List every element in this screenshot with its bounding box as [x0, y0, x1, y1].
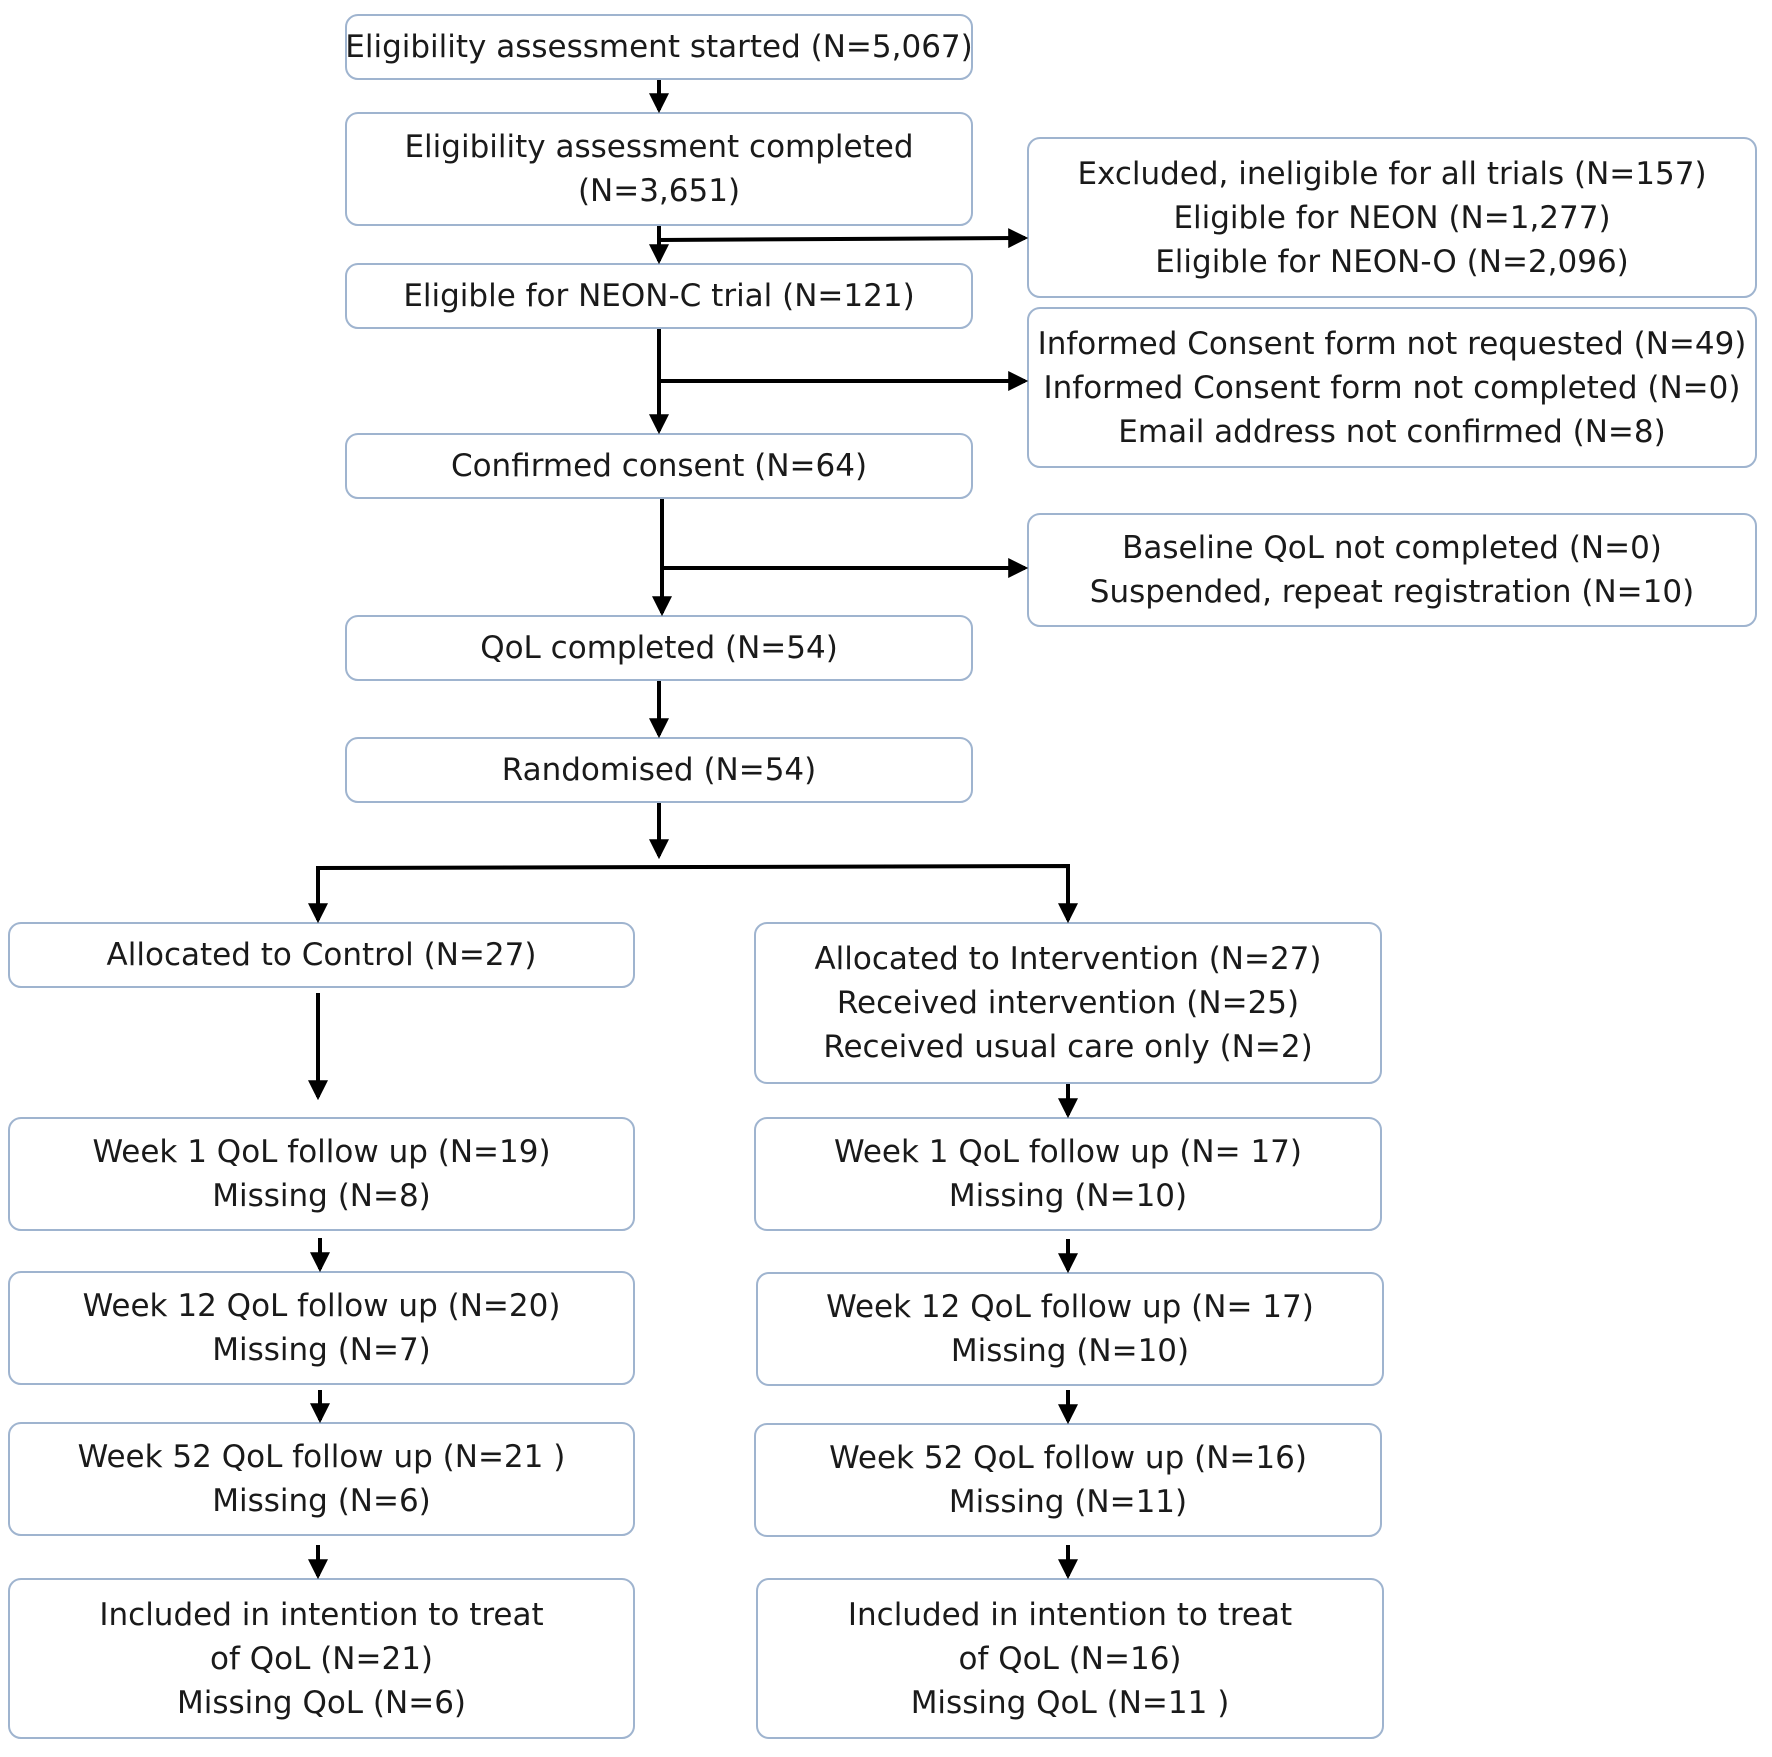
- box-text-line: Eligible for NEON (N=1,277): [1173, 199, 1611, 236]
- box-text-line: of QoL (N=16): [958, 1640, 1182, 1677]
- box-text-line: Missing QoL (N=11 ): [910, 1684, 1230, 1721]
- baseline-issues-box: Baseline QoL not completed (N=0) Suspend…: [1027, 513, 1757, 627]
- randomised-box: Randomised (N=54): [345, 737, 973, 803]
- box-text-line: Email address not confirmed (N=8): [1118, 413, 1666, 450]
- intervention-itt-box: Included in intention to treat of QoL (N…: [756, 1578, 1384, 1739]
- box-text-line: Missing (N=7): [212, 1332, 431, 1368]
- intervention-week12-box: Week 12 QoL follow up (N= 17) Missing (N…: [756, 1272, 1384, 1386]
- box-text-line: Missing (N=10): [950, 1333, 1190, 1369]
- confirmed-consent-box: Confirmed consent (N=64): [345, 433, 973, 499]
- box-text-line: Week 1 QoL follow up (N= 17): [834, 1134, 1302, 1170]
- box-text-line: Included in intention to treat: [847, 1596, 1293, 1633]
- box-text-line: Randomised (N=54): [501, 752, 817, 788]
- consent-issues-box: Informed Consent form not requested (N=4…: [1027, 307, 1757, 468]
- eligibility-completed-box: Eligibility assessment completed (N=3,65…: [345, 112, 973, 226]
- arrow-to-excluded: [658, 228, 1029, 249]
- box-text-line: of QoL (N=21): [209, 1640, 434, 1677]
- box-text-line: Week 12 QoL follow up (N=20): [82, 1288, 561, 1324]
- box-text-line: Allocated to Intervention (N=27): [814, 941, 1322, 977]
- box-text-line: Missing (N=6): [212, 1483, 431, 1519]
- box-text-line: Informed Consent form not completed (N=0…: [1043, 369, 1741, 406]
- box-text-line: QoL completed (N=54): [480, 630, 838, 666]
- control-week1-box: Week 1 QoL follow up (N=19) Missing (N=8…: [8, 1117, 635, 1231]
- box-text-line: Included in intention to treat: [99, 1596, 544, 1633]
- box-text-line: Excluded, ineligible for all trials (N=1…: [1077, 155, 1707, 192]
- box-text-line: Missing (N=11): [948, 1484, 1188, 1520]
- box-text-line: Week 52 QoL follow up (N=16): [829, 1440, 1307, 1476]
- box-text-line: Eligibility assessment started (N=5,067): [345, 29, 973, 65]
- box-text-line: Week 12 QoL follow up (N= 17): [826, 1289, 1314, 1325]
- box-text-line: (N=3,651): [577, 173, 741, 209]
- allocated-intervention-box: Allocated to Intervention (N=27) Receive…: [754, 922, 1382, 1084]
- excluded-box: Excluded, ineligible for all trials (N=1…: [1027, 137, 1757, 298]
- box-text-line: Baseline QoL not completed (N=0): [1122, 530, 1662, 566]
- box-text-line: Allocated to Control (N=27): [106, 937, 537, 973]
- box-text-line: Week 1 QoL follow up (N=19): [92, 1134, 551, 1170]
- allocated-control-box: Allocated to Control (N=27): [8, 922, 635, 988]
- box-text-line: Eligible for NEON-C trial (N=121): [403, 278, 915, 314]
- box-text-line: Missing (N=10): [948, 1178, 1188, 1214]
- box-text-line: Missing (N=8): [212, 1178, 431, 1214]
- box-text-line: Received intervention (N=25): [836, 985, 1300, 1021]
- intervention-week52-box: Week 52 QoL follow up (N=16) Missing (N=…: [754, 1423, 1382, 1537]
- split-line: [316, 863, 1078, 924]
- control-itt-box: Included in intention to treat of QoL (N…: [8, 1578, 635, 1739]
- box-text-line: Confirmed consent (N=64): [450, 448, 868, 484]
- control-week12-box: Week 12 QoL follow up (N=20) Missing (N=…: [8, 1271, 635, 1385]
- eligible-neon-c-box: Eligible for NEON-C trial (N=121): [345, 263, 973, 329]
- box-text-line: Informed Consent form not requested (N=4…: [1037, 325, 1747, 362]
- intervention-week1-box: Week 1 QoL follow up (N= 17) Missing (N=…: [754, 1117, 1382, 1231]
- box-text-line: Week 52 QoL follow up (N=21 ): [77, 1439, 566, 1475]
- qol-completed-box: QoL completed (N=54): [345, 615, 973, 681]
- eligibility-started-box: Eligibility assessment started (N=5,067): [345, 14, 973, 80]
- box-text-line: Eligibility assessment completed: [404, 129, 914, 165]
- control-week52-box: Week 52 QoL follow up (N=21 ) Missing (N…: [8, 1422, 635, 1536]
- box-text-line: Eligible for NEON-O (N=2,096): [1155, 243, 1629, 280]
- box-text-line: Received usual care only (N=2): [823, 1029, 1313, 1065]
- box-text-line: Missing QoL (N=6): [176, 1684, 467, 1721]
- box-text-line: Suspended, repeat registration (N=10): [1089, 574, 1695, 610]
